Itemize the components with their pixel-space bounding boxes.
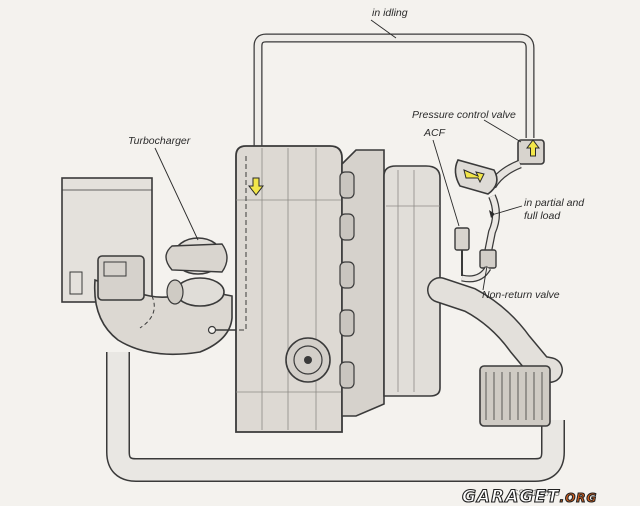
engine-block: [235, 145, 343, 433]
flow-arrows: [247, 139, 540, 218]
leader-lines: [154, 19, 523, 291]
label-in-idling: in idling: [372, 7, 408, 19]
label-acf: ACF: [423, 127, 446, 139]
charge-pipe: [427, 277, 563, 427]
idling-hose: [253, 33, 535, 150]
label-turbocharger: Turbocharger: [128, 135, 191, 147]
cylinder-head: [339, 149, 385, 417]
label-non-return-valve: Non-return valve: [482, 289, 560, 301]
flow-arrow-down-icon: [247, 177, 265, 196]
watermark-main: GARAGET: [462, 487, 560, 506]
flow-arrow-diagonal-icon: [463, 169, 485, 184]
watermark-logo: GARAGET.ORG: [462, 487, 597, 506]
non-return-valve-body: [479, 249, 497, 269]
watermark-suffix: .ORG: [560, 491, 598, 505]
label-pressure-control-valve: Pressure control valve: [412, 109, 516, 121]
document-code: SSP 142/25: [512, 488, 561, 498]
label-partial-load-line2: full load: [524, 210, 561, 222]
flow-arrow-small-icon: [489, 210, 495, 218]
turbocharger-unit: [93, 237, 236, 356]
label-partial-load-line1: in partial and: [524, 197, 585, 209]
return-pipe: [106, 352, 565, 482]
flow-arrow-up-icon: [526, 139, 540, 157]
intake-manifold: [383, 165, 441, 397]
acf-valve: [454, 227, 470, 276]
